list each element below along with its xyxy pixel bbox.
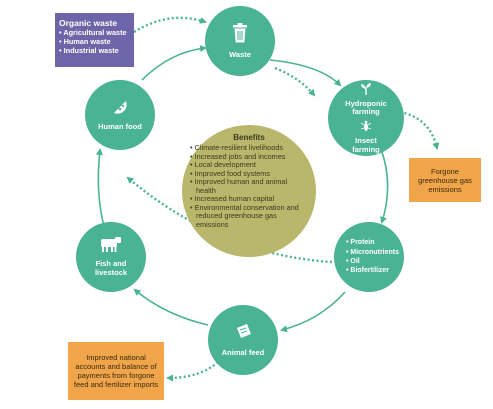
national-accounts-text: Improved national accounts and balance o… [73, 353, 159, 389]
benefit-item: Increased human capital [190, 195, 308, 204]
organic-waste-item: Agricultural waste [59, 28, 130, 38]
plant-icon [360, 82, 372, 100]
arrow-fish-to-human-food [95, 148, 106, 231]
benefit-item: Environmental conservation and reduced g… [190, 203, 308, 230]
insect-farming-label: Insect farming [352, 136, 380, 154]
arrow-animal-feed-to-accounts [166, 361, 219, 382]
insect-icon [360, 119, 372, 137]
benefits-list: Climate-resilient livelihoods Increased … [182, 143, 316, 230]
benefits-circle: Benefits Climate-resilient livelihoods I… [182, 125, 316, 257]
animal-feed-node: Animal feed [208, 305, 278, 375]
benefit-item: Improved food systems [190, 169, 308, 179]
forgone-emissions-box: Forgone greenhouse gas emissions [409, 158, 481, 202]
benefit-item: Local development [190, 161, 308, 170]
human-food-node: Human food [85, 80, 155, 150]
benefit-item: Improved human and animal health [190, 177, 308, 195]
organic-waste-box: Organic waste Agricultural waste Human w… [55, 13, 134, 67]
arrow-waste-to-farming [269, 59, 342, 87]
output-item: Micronutrients [346, 248, 399, 257]
forgone-emissions-text: Forgone greenhouse gas emissions [418, 166, 472, 194]
feed-bag-icon [234, 323, 252, 346]
organic-waste-list: Agricultural waste Human waste Industria… [59, 28, 130, 56]
arrow-farming-to-emissions [399, 110, 440, 150]
arrow-animal-feed-to-fish [133, 288, 209, 326]
outputs-node: Protein Micronutrients Oil Biofertilizer [334, 222, 404, 292]
arrow-human-food-to-waste [141, 45, 207, 81]
pizza-slice-icon [112, 99, 128, 120]
organic-waste-title: Organic waste [59, 18, 118, 28]
output-item: Biofertilizer [346, 266, 399, 275]
trash-bin-icon [231, 22, 249, 48]
benefits-title: Benefits [233, 133, 265, 142]
national-accounts-box: Improved national accounts and balance o… [68, 342, 164, 400]
fish-livestock-label: Fish and livestock [94, 259, 128, 277]
animal-feed-label: Animal feed [221, 347, 265, 357]
waste-node: Waste [205, 6, 275, 76]
cow-icon [99, 236, 123, 257]
human-food-label: Human food [98, 121, 142, 131]
arrow-outputs-to-animal-feed [280, 291, 346, 333]
organic-waste-item: Human waste [59, 37, 130, 47]
arrow-outputs-to-human-food [126, 176, 333, 264]
arrow-organic-waste-to-waste [133, 16, 207, 34]
farming-node: Hydroponic farming Insect farming [328, 80, 404, 156]
arrow-waste-to-farming-dotted [274, 66, 316, 97]
hydroponic-farming-label: Hydroponic farming [345, 98, 387, 117]
benefit-item: Increased jobs and incomes [190, 152, 308, 162]
output-item: Oil [346, 257, 399, 266]
outputs-list: Protein Micronutrients Oil Biofertilizer [346, 238, 399, 276]
benefit-item: Climate-resilient livelihoods [190, 143, 308, 153]
organic-waste-item: Industrial waste [59, 46, 130, 56]
waste-label: Waste [229, 49, 251, 59]
output-item: Protein [346, 238, 399, 247]
fish-livestock-node: Fish and livestock [76, 222, 146, 292]
